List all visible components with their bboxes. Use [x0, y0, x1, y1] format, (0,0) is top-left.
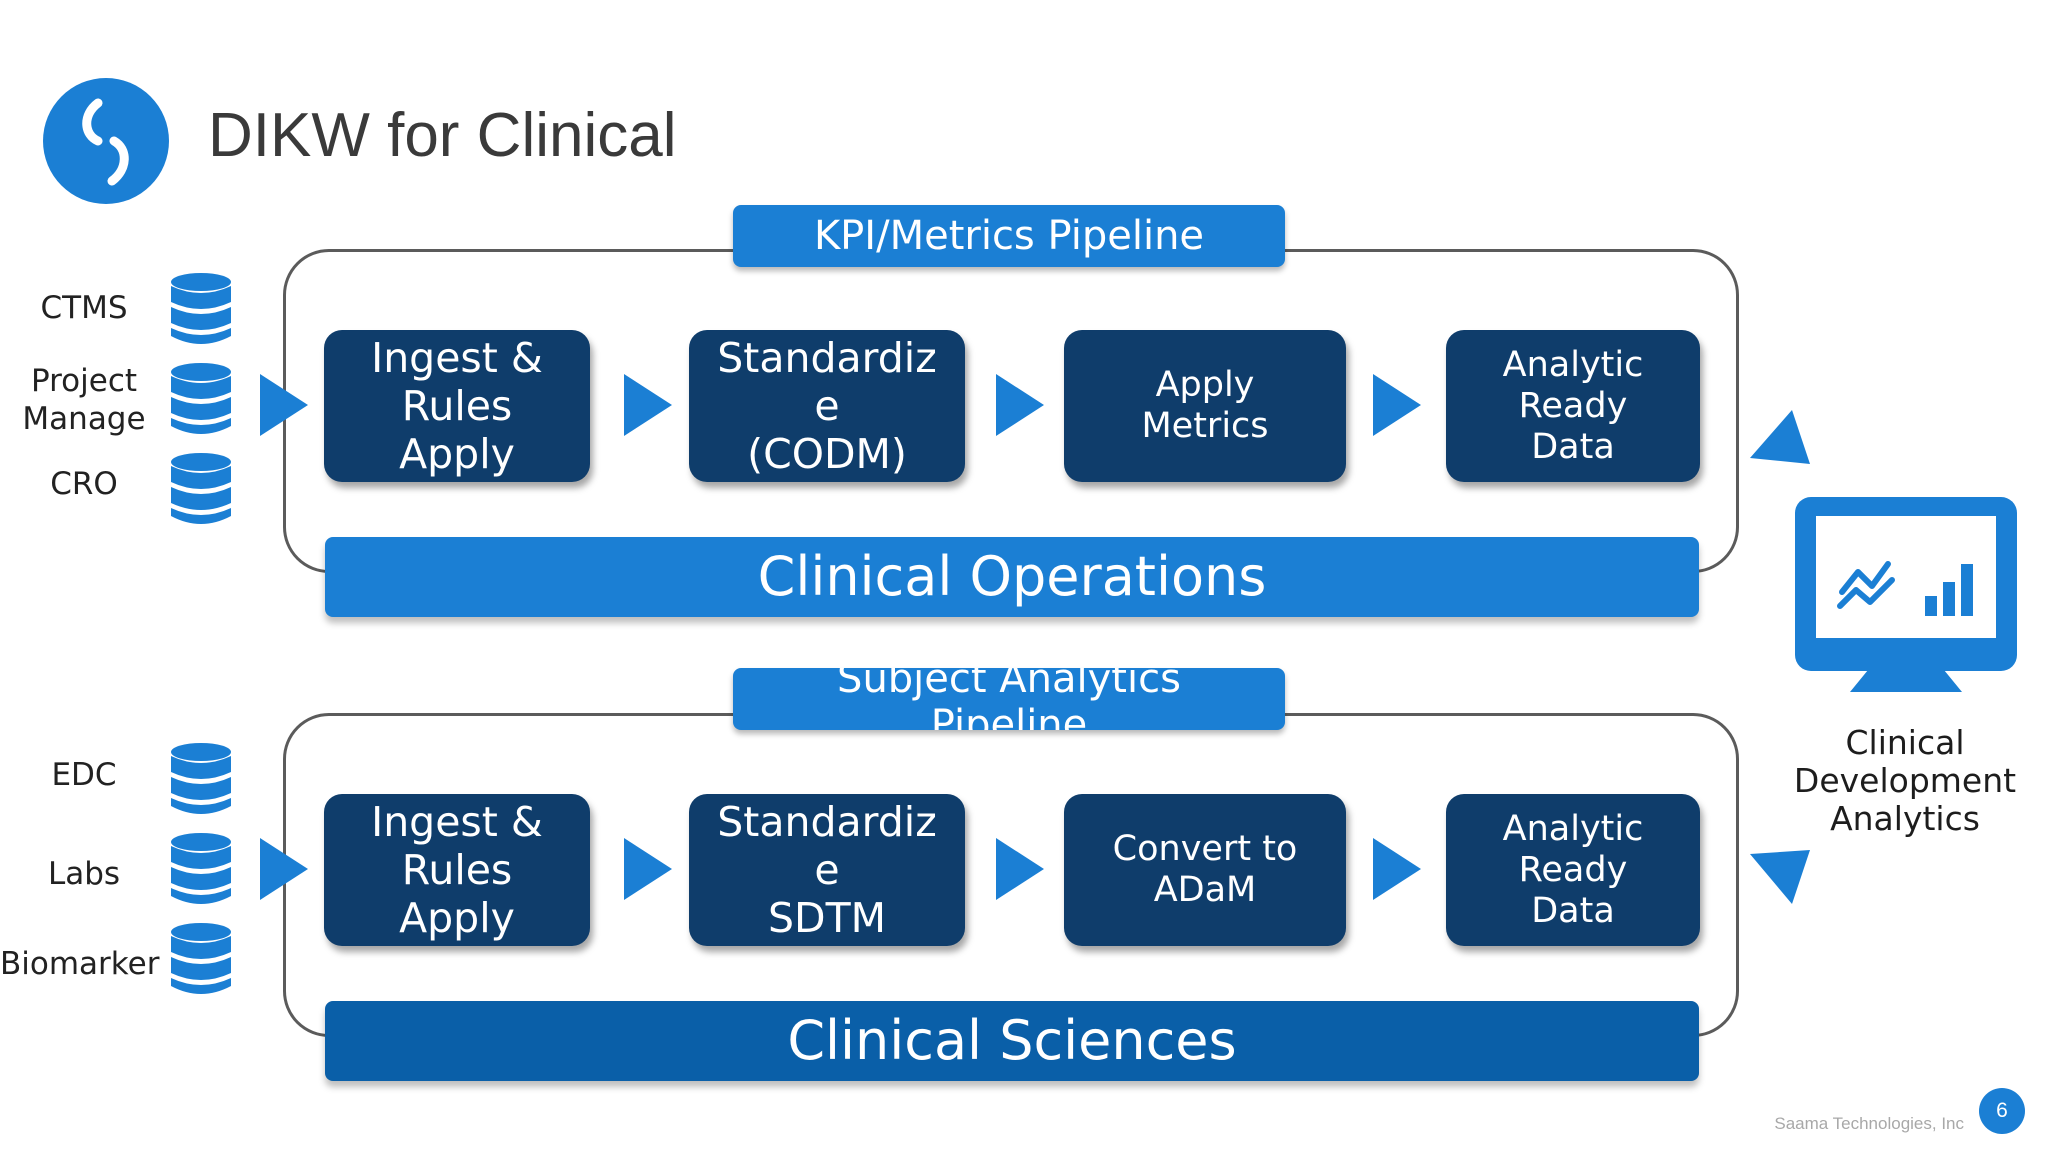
- play-arrow-icon: [624, 374, 672, 436]
- step-line: Convert to: [1112, 829, 1298, 869]
- logo-icon: [43, 78, 169, 204]
- up-triangle-icon: [1750, 410, 1810, 464]
- footer-company: Saama Technologies, Inc: [1774, 1114, 1964, 1133]
- clinical-sciences-bar: Clinical Sciences: [325, 1001, 1699, 1081]
- source-label-biomarker: Biomarker: [0, 946, 160, 982]
- step-line: Data: [1531, 426, 1615, 467]
- step-line: Apply: [1155, 365, 1255, 405]
- step-line: Apply: [399, 894, 515, 942]
- play-arrow-icon: [1373, 374, 1421, 436]
- page-title: DIKW for Clinical: [208, 101, 677, 170]
- down-triangle-icon: [1750, 850, 1810, 904]
- step-line: Rules: [401, 846, 513, 894]
- play-arrow-icon: [1373, 838, 1421, 900]
- step-line: Rules: [401, 382, 513, 430]
- play-arrow-icon: [260, 374, 308, 436]
- clinical-operations-bar: Clinical Operations: [325, 537, 1699, 617]
- subject-pipeline-tab: Subject Analytics Pipeline: [733, 668, 1285, 730]
- source-label-cro: CRO: [50, 466, 118, 502]
- step-line: Ready: [1518, 385, 1628, 426]
- kpi-pipeline-label: KPI/Metrics Pipeline: [813, 213, 1205, 259]
- step-line: Standardiz: [717, 334, 937, 382]
- play-arrow-icon: [260, 838, 308, 900]
- database-icon: [171, 363, 231, 434]
- database-icon: [171, 743, 231, 814]
- step-line: Data: [1531, 890, 1615, 931]
- page-number: 6: [1979, 1088, 2025, 1134]
- step-line: Analytic: [1502, 808, 1644, 849]
- source-label-project-manage: Project Manage: [22, 363, 146, 437]
- step-line: Analytic: [1502, 344, 1644, 385]
- subject-pipeline-label-line1: Subject Analytics: [837, 668, 1181, 702]
- step-line: Ingest &: [371, 798, 543, 846]
- destination-line: Analytics: [1830, 799, 1980, 838]
- destination-line: Clinical: [1845, 723, 1965, 762]
- step-line: (CODM): [747, 430, 907, 478]
- play-arrow-icon: [996, 374, 1044, 436]
- source-label-ctms: CTMS: [40, 290, 128, 326]
- play-arrow-icon: [624, 838, 672, 900]
- step-line: e: [814, 846, 840, 894]
- source-label-labs: Labs: [47, 856, 121, 892]
- destination-label: Clinical Development Analytics: [1775, 724, 2035, 838]
- step-line: ADaM: [1153, 870, 1257, 910]
- step-line: Metrics: [1141, 406, 1269, 446]
- step-line: Standardiz: [717, 798, 937, 846]
- database-icon: [171, 923, 231, 994]
- database-icon: [171, 273, 231, 344]
- step-line: Ingest &: [371, 334, 543, 382]
- step-line: Ready: [1518, 849, 1628, 890]
- database-icon: [171, 453, 231, 524]
- destination-line: Development: [1793, 761, 2017, 800]
- play-arrow-icon: [996, 838, 1044, 900]
- step-line: e: [814, 382, 840, 430]
- monitor-chart-icon: [1795, 497, 2017, 692]
- subject-pipeline-label-line2: Pipeline: [930, 702, 1088, 730]
- source-label-edc: EDC: [51, 757, 117, 793]
- step-line: SDTM: [767, 894, 886, 942]
- kpi-pipeline-tab: KPI/Metrics Pipeline: [733, 205, 1285, 267]
- database-icon: [171, 833, 231, 904]
- step-line: Apply: [399, 430, 515, 478]
